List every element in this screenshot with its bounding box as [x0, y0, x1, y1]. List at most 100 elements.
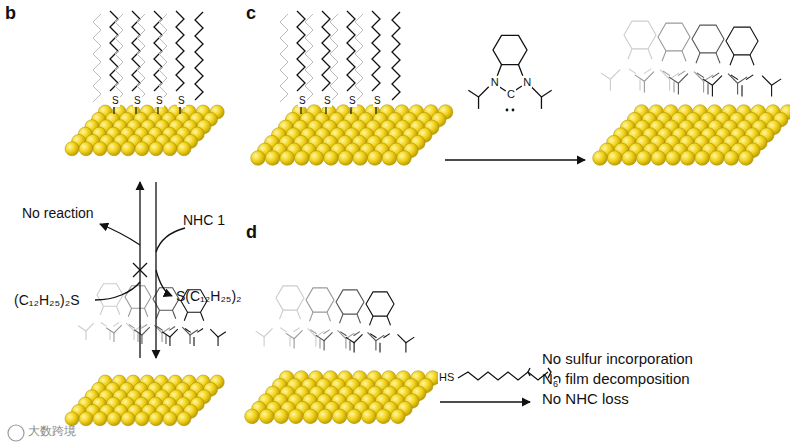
- gold-atom: [149, 142, 163, 156]
- gold-atom: [324, 151, 339, 166]
- isopropyl: [141, 335, 142, 344]
- bond: [697, 73, 704, 78]
- bond: [730, 55, 734, 65]
- panel-letter: b: [5, 3, 16, 24]
- result-note: No NHC loss: [542, 390, 629, 407]
- atom-label: S: [111, 95, 120, 107]
- bond: [145, 308, 148, 316]
- gold-atom: [637, 151, 652, 166]
- gold-atom: [121, 412, 135, 426]
- isopropyl: [728, 74, 747, 84]
- alkyl-chain: [280, 14, 288, 102]
- reaction-arrows: [8, 160, 585, 441]
- nhc-glyph: [703, 27, 781, 96]
- gold-atom: [259, 409, 274, 424]
- bond: [357, 314, 361, 323]
- bond: [157, 327, 163, 331]
- atom-label: N: [522, 76, 532, 89]
- benzene-ring: [125, 286, 151, 309]
- thiol-chain: [458, 372, 548, 380]
- bond: [712, 73, 719, 78]
- alkyl-chain: [154, 11, 162, 91]
- bond: [696, 53, 700, 63]
- bond: [184, 312, 187, 320]
- isopropyl: [541, 97, 542, 109]
- lone-pair: [506, 109, 509, 112]
- bond: [117, 306, 120, 314]
- gold-atom: [666, 151, 681, 166]
- c-au-bond: [193, 337, 194, 346]
- bond: [280, 328, 286, 332]
- gold-atom: [93, 142, 107, 156]
- reagent-label: NHC 1: [183, 212, 225, 228]
- c-au-bond: [379, 343, 380, 353]
- atom-label: N: [490, 76, 500, 89]
- bond: [648, 49, 652, 59]
- isopropyl: [635, 72, 654, 82]
- alkyl-chain: [322, 11, 330, 91]
- alkyl-chain: [176, 11, 184, 91]
- bond: [662, 51, 666, 61]
- gold-atom: [251, 151, 266, 166]
- c-au-bond: [165, 335, 166, 344]
- isopropyl: [762, 76, 781, 86]
- alkyl-chain: [297, 11, 305, 91]
- isopropyl: [264, 337, 265, 347]
- gold-atom: [121, 142, 135, 156]
- bond: [201, 312, 204, 320]
- gold-atom: [362, 409, 377, 424]
- bond: [294, 328, 300, 332]
- gold-atom: [368, 151, 383, 166]
- isopropyl: [190, 335, 191, 344]
- isopropyl: [531, 87, 551, 97]
- benzene-ring: [306, 288, 334, 312]
- bond: [644, 69, 651, 74]
- isopropyl: [601, 70, 620, 80]
- isopropyl: [85, 331, 86, 340]
- atom-label: S: [133, 95, 142, 107]
- curved-arrow: [95, 282, 140, 300]
- benzene-ring: [97, 284, 123, 307]
- benzene-ring: [726, 27, 758, 55]
- bond: [750, 55, 754, 65]
- gold-surface: [65, 105, 790, 426]
- nhc-glyph: [316, 290, 385, 351]
- bond: [100, 306, 103, 314]
- gold-atom: [338, 151, 353, 166]
- panel-letter: c: [246, 3, 256, 24]
- gold-atom: [289, 409, 304, 424]
- atom-label: S: [348, 95, 357, 107]
- s-au-bond: [135, 107, 136, 114]
- bond: [101, 323, 107, 327]
- bond: [280, 310, 284, 319]
- atom-label: S: [323, 95, 332, 107]
- nhc-glyph: [286, 288, 355, 349]
- isopropyl: [703, 76, 722, 86]
- gold-atom: [347, 409, 362, 424]
- bond: [173, 310, 176, 318]
- alkyl-chain: [115, 14, 123, 102]
- bond: [731, 75, 738, 80]
- cross-mark: [133, 263, 147, 277]
- isopropyl: [316, 332, 333, 340]
- isopropyl: [256, 328, 273, 336]
- curved-arrow: [156, 228, 185, 252]
- gold-atom: [135, 412, 149, 426]
- isopropyl: [375, 341, 376, 351]
- isopropyl: [703, 81, 704, 92]
- gold-atom: [318, 409, 333, 424]
- isopropyl: [218, 337, 219, 346]
- c-au-bond: [289, 337, 290, 347]
- alkyl-chain: [132, 11, 140, 91]
- c-au-bond: [319, 339, 320, 349]
- benzene-ring: [624, 21, 656, 49]
- alkyl-chain: [137, 14, 145, 102]
- bond: [746, 75, 753, 80]
- isopropyl: [669, 74, 688, 84]
- gold-atom: [65, 412, 79, 426]
- alkyl-chain: [372, 11, 380, 91]
- lone-pair: [512, 109, 515, 112]
- gold-atom: [739, 151, 754, 166]
- s-au-bond: [350, 107, 351, 114]
